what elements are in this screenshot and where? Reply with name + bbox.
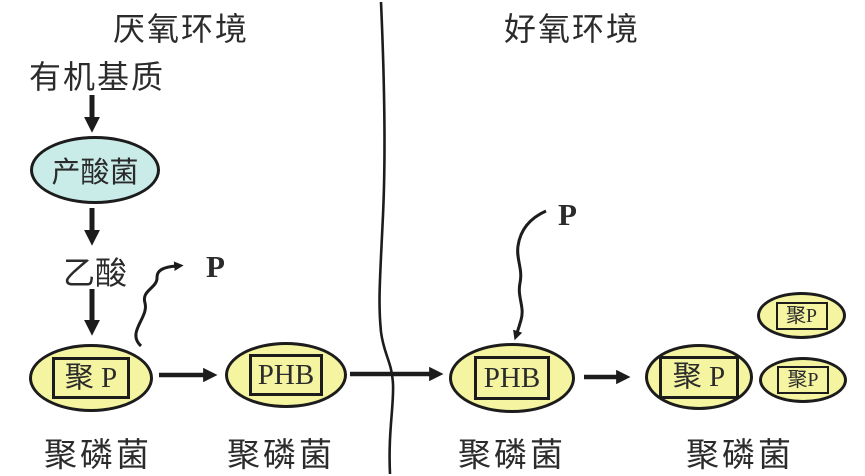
- poly-p-granule-box: 聚 P: [659, 355, 739, 399]
- pao-cell4-ellipse: 聚 P: [645, 344, 753, 410]
- phb-granule-box: PHB: [474, 356, 550, 400]
- released-phosphorus-text: P: [206, 249, 225, 284]
- acid-producing-bacteria-text: 产酸菌: [51, 157, 139, 189]
- environment-divider-line: [378, 1, 395, 475]
- poly-p-granule-box: 聚P: [775, 301, 828, 330]
- pao-cell4-label: 聚磷菌: [686, 438, 794, 474]
- small-pao-cell-top-ellipse: 聚P: [757, 292, 846, 339]
- squiggle-arrow-p-uptake-icon: [513, 209, 547, 341]
- pao-cell3-label: 聚磷菌: [458, 438, 566, 474]
- pao-cell2-label: 聚磷菌: [227, 438, 335, 474]
- small-pao-cell-bottom-ellipse: 聚P: [759, 357, 847, 403]
- squiggle-arrow-p-release-icon: [134, 261, 184, 348]
- poly-p-granule-box: 聚 P: [52, 357, 130, 399]
- phb-granule-box: PHB: [249, 354, 323, 396]
- aerobic-environment-title: 好氧环境: [504, 11, 641, 47]
- anaerobic-environment-title: 厌氧环境: [113, 11, 250, 47]
- acetate-text: 乙酸: [63, 255, 128, 291]
- pao-cell1-label: 聚磷菌: [44, 438, 152, 474]
- pao-cell1-ellipse: 聚 P: [29, 344, 153, 412]
- pao-cell3-ellipse: PHB: [449, 343, 575, 413]
- acid-producing-bacteria-ellipse: 产酸菌: [30, 136, 160, 204]
- uptaken-phosphorus-text: P: [558, 197, 577, 232]
- organic-substrate-text: 有机基质: [29, 59, 166, 95]
- poly-p-granule-box: 聚P: [777, 366, 829, 394]
- pao-cell2-ellipse: PHB: [225, 342, 347, 408]
